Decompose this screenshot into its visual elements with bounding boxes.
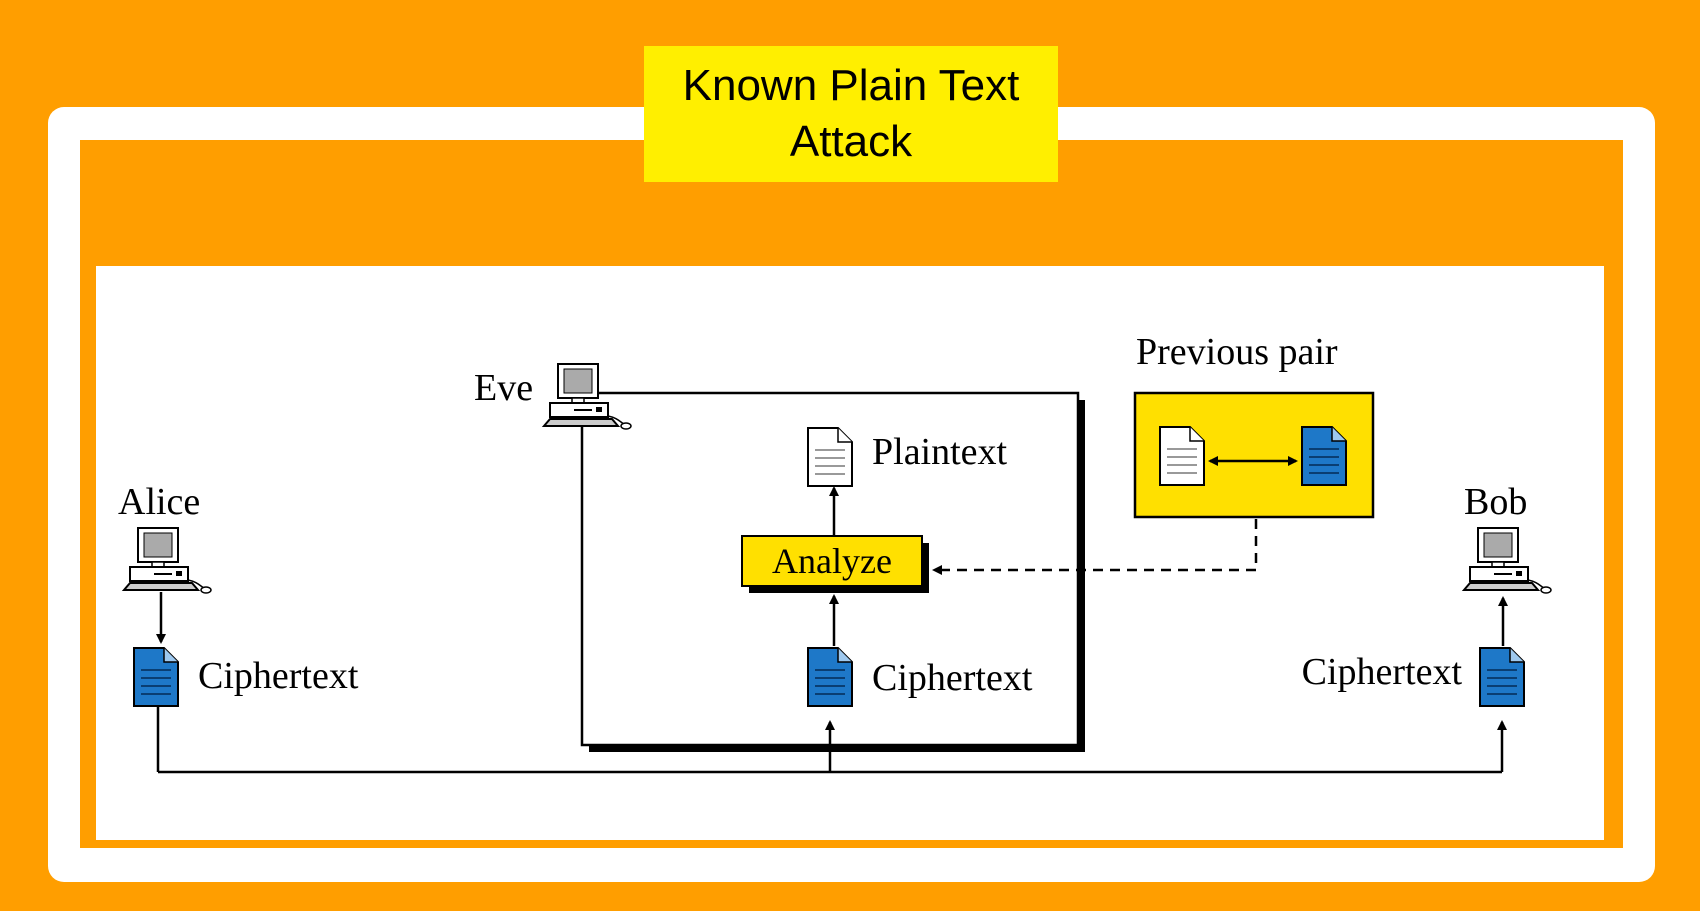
alice-ciphertext-icon — [133, 647, 179, 707]
previous-pair-to-analyze-arrow — [932, 519, 1258, 575]
analyze-label: Analyze — [772, 541, 892, 581]
bob-ciphertext-label: Ciphertext — [1302, 651, 1463, 693]
alice-node: Alice Ciphertext — [118, 481, 359, 707]
eve-ciphertext-icon — [807, 647, 853, 707]
plaintext-document-icon — [807, 427, 853, 487]
plaintext-label: Plaintext — [872, 431, 1008, 473]
alice-computer-icon — [123, 527, 212, 594]
title-line-1: Known Plain Text — [682, 61, 1020, 110]
slide-title: Known Plain Text Attack — [644, 46, 1058, 182]
bob-computer-icon — [1463, 527, 1552, 594]
eve-label: Eve — [474, 367, 533, 409]
previous-pair-ciphertext-icon — [1301, 426, 1347, 486]
bob-label: Bob — [1464, 481, 1527, 523]
previous-pair-label: Previous pair — [1136, 331, 1338, 373]
alice-ciphertext-label: Ciphertext — [198, 655, 359, 697]
title-line-2: Attack — [789, 117, 913, 166]
analyze-box: Analyze — [741, 535, 929, 593]
previous-pair-node: Previous pair — [1133, 331, 1375, 519]
alice-label: Alice — [118, 481, 200, 523]
bob-node: Bob Ciphertext — [1302, 481, 1552, 707]
eve-node: Eve — [474, 363, 632, 430]
eve-ciphertext-label: Ciphertext — [872, 657, 1033, 699]
previous-pair-plaintext-icon — [1159, 426, 1205, 486]
bob-ciphertext-icon — [1479, 647, 1525, 707]
